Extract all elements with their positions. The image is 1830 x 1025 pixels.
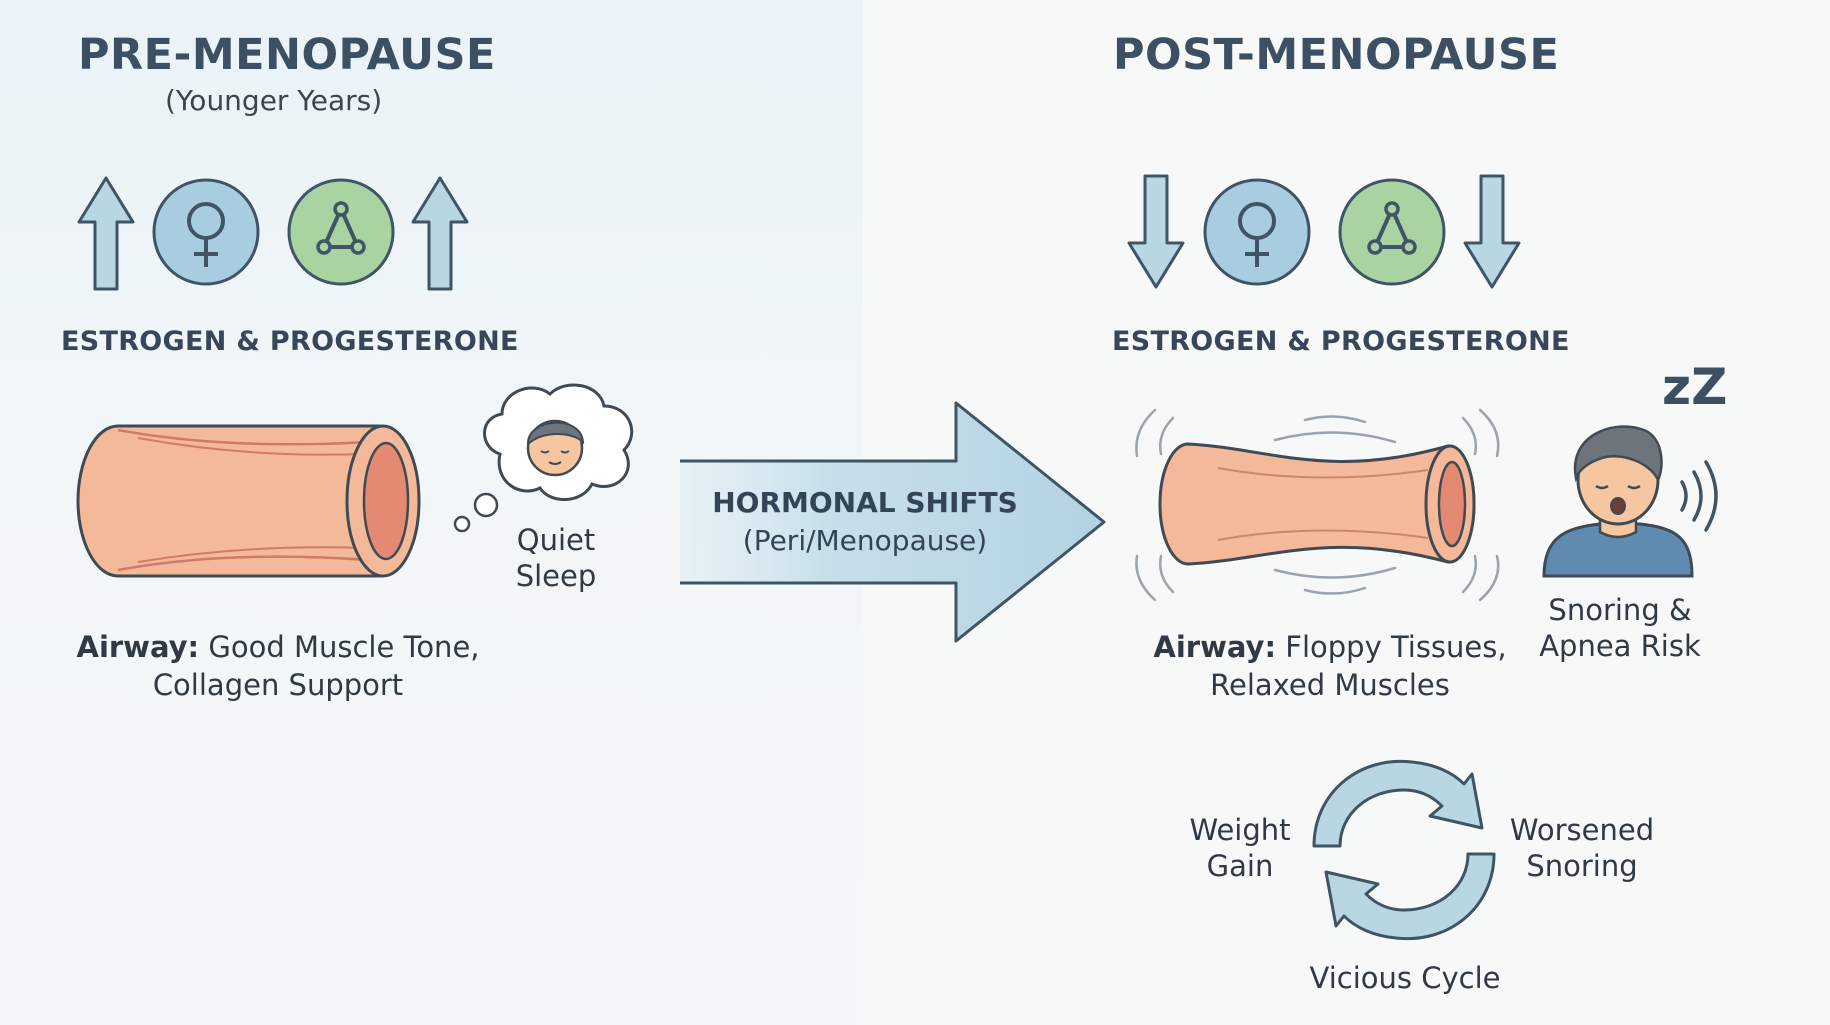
airway-caption-line2: Collagen Support bbox=[152, 668, 404, 702]
healthy-airway-tube bbox=[76, 424, 421, 578]
snore-zz-icon: zZ bbox=[1662, 362, 1727, 412]
quiet-sleep-line2: Sleep bbox=[515, 559, 597, 593]
worsened-snoring-line1: Worsened bbox=[1509, 813, 1655, 847]
airway-bold-label: Airway: bbox=[76, 630, 200, 664]
airway-caption-line2: Relaxed Muscles bbox=[1210, 668, 1450, 702]
quiet-sleep-label: Quiet Sleep bbox=[496, 522, 616, 594]
worsened-snoring-label: Worsened Snoring bbox=[1500, 812, 1664, 884]
hormonal-shifts-title: HORMONAL SHIFTS bbox=[712, 486, 1018, 519]
airway-caption-line1: Floppy Tissues, bbox=[1285, 630, 1507, 664]
sleeping-face-icon bbox=[526, 419, 585, 477]
arrow-up-icon bbox=[77, 176, 135, 291]
vibration-lines bbox=[1135, 408, 1500, 602]
arrow-up-icon bbox=[411, 176, 469, 291]
post-menopause-title: POST-MENOPAUSE bbox=[1113, 30, 1560, 80]
female-symbol-icon bbox=[152, 178, 260, 286]
female-symbol-icon bbox=[1203, 178, 1311, 286]
molecule-icon bbox=[287, 178, 395, 286]
weight-gain-label: Weight Gain bbox=[1180, 812, 1300, 884]
weight-gain-line1: Weight bbox=[1189, 813, 1291, 847]
snore-letters: zZ bbox=[1662, 358, 1728, 416]
arrow-down-icon bbox=[1127, 174, 1185, 289]
healthy-airway-caption: Airway: Good Muscle Tone, Collagen Suppo… bbox=[58, 628, 498, 704]
airway-caption-line1: Good Muscle Tone, bbox=[208, 630, 480, 664]
snoring-apnea-label: Snoring & Apnea Risk bbox=[1520, 592, 1720, 664]
snoring-line1: Snoring & bbox=[1548, 593, 1692, 627]
cycle-arrows-icon bbox=[1312, 759, 1496, 941]
molecule-icon bbox=[1338, 178, 1446, 286]
floppy-airway-tube bbox=[1158, 442, 1476, 566]
pre-menopause-title: PRE-MENOPAUSE bbox=[78, 30, 496, 80]
sound-waves-icon bbox=[1680, 460, 1718, 532]
transition-arrow bbox=[680, 401, 1106, 643]
floppy-airway-caption: Airway: Floppy Tissues, Relaxed Muscles bbox=[1140, 628, 1520, 704]
arrow-down-icon bbox=[1463, 174, 1521, 289]
right-hormone-label: ESTROGEN & PROGESTERONE bbox=[1112, 326, 1570, 357]
left-hormone-label: ESTROGEN & PROGESTERONE bbox=[61, 326, 519, 357]
snoring-person-icon bbox=[1542, 425, 1694, 578]
airway-bold-label: Airway: bbox=[1153, 630, 1277, 664]
weight-gain-line2: Gain bbox=[1206, 849, 1274, 883]
worsened-snoring-line2: Snoring bbox=[1526, 849, 1638, 883]
snoring-line2: Apnea Risk bbox=[1539, 629, 1701, 663]
pre-menopause-subtitle: (Younger Years) bbox=[165, 84, 383, 117]
quiet-sleep-line1: Quiet bbox=[516, 523, 596, 557]
hormonal-shifts-subtitle: (Peri/Menopause) bbox=[742, 524, 988, 557]
vicious-cycle-label: Vicious Cycle bbox=[1309, 961, 1501, 995]
